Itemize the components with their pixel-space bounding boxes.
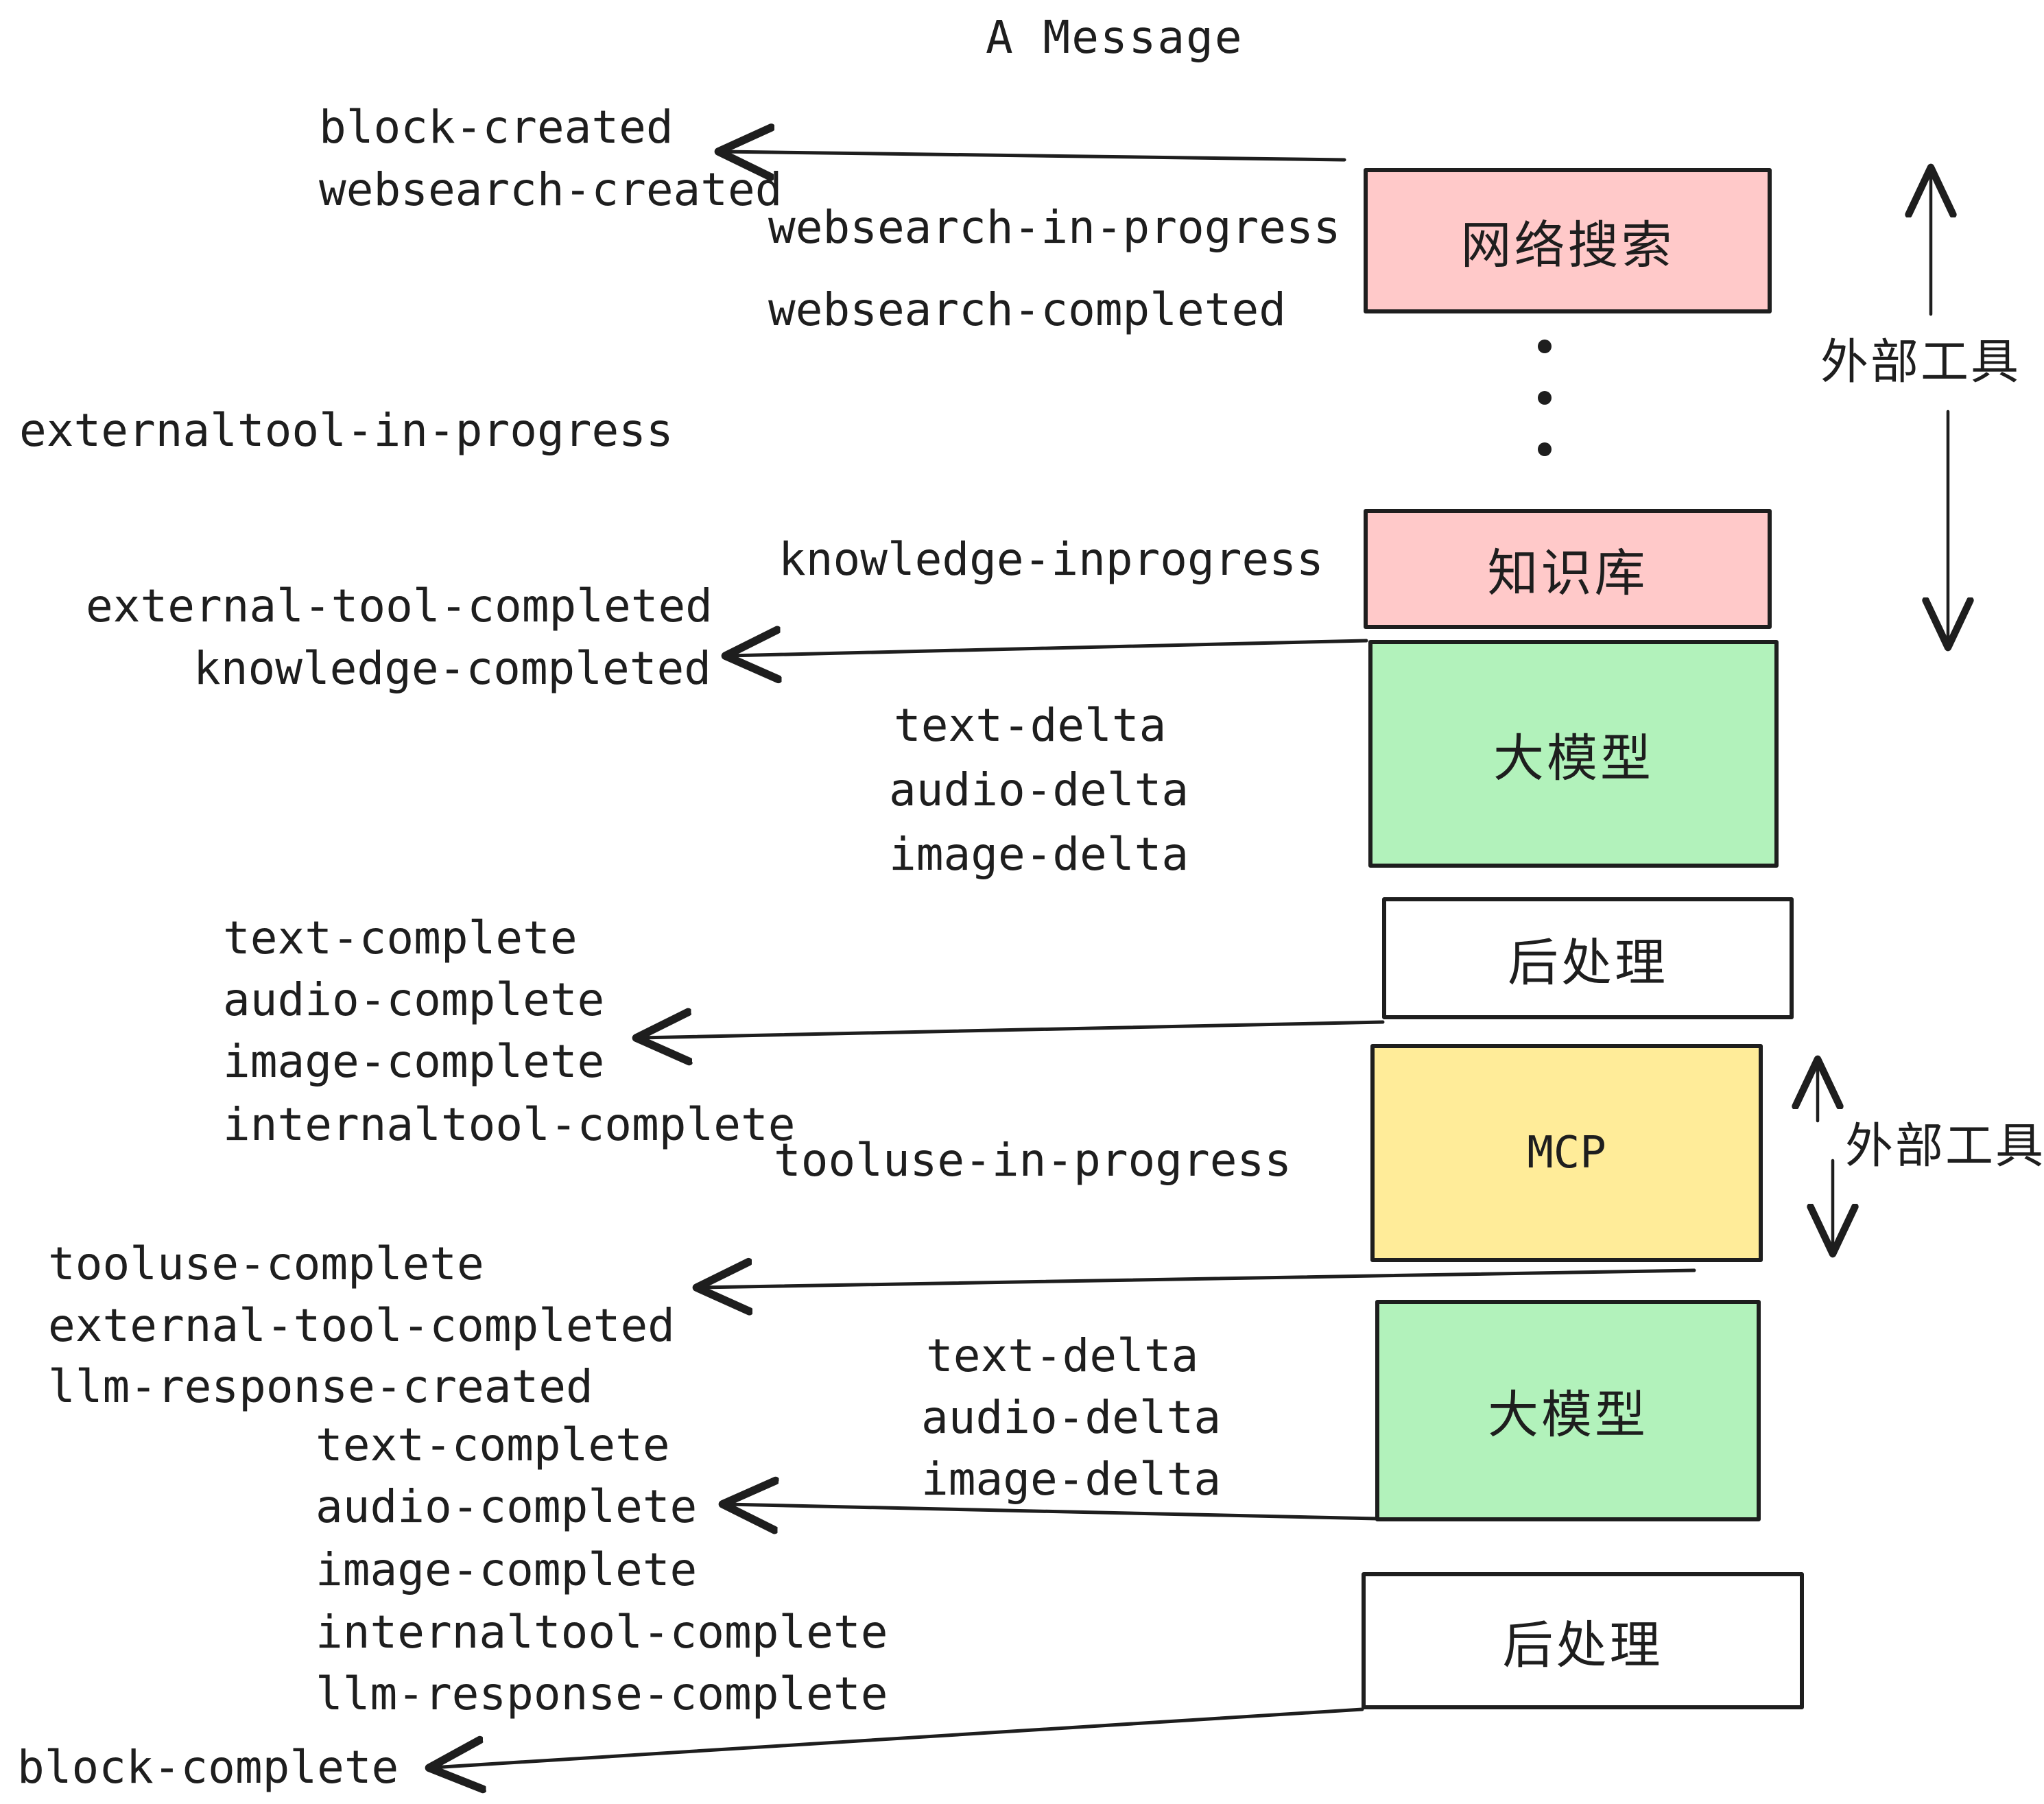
event-label-image-complete-2: image-complete bbox=[316, 1543, 698, 1596]
event-label-text-delta-1: text-delta bbox=[894, 699, 1167, 752]
event-label-knowledge-inprogress: knowledge-inprogress bbox=[779, 533, 1324, 586]
box-websearch: 网络搜索 bbox=[1364, 168, 1772, 313]
event-label-text-complete-2: text-complete bbox=[316, 1419, 670, 1471]
arrow-knowledge-completed bbox=[728, 641, 1368, 656]
arrow-audio-complete-2 bbox=[726, 1504, 1379, 1519]
event-label-text-complete-1: text-complete bbox=[223, 912, 578, 964]
event-label-websearch-completed: websearch-completed bbox=[768, 283, 1286, 336]
event-label-audio-complete-1: audio-complete bbox=[223, 973, 605, 1026]
event-label-text-delta-2: text-delta bbox=[926, 1329, 1199, 1382]
box-llm-2: 大模型 bbox=[1375, 1300, 1761, 1521]
event-label-image-delta-1: image-delta bbox=[889, 828, 1189, 881]
arrow-internal-complete-1 bbox=[639, 1022, 1385, 1038]
event-label-knowledge-completed: knowledge-completed bbox=[193, 642, 711, 695]
event-label-audio-delta-1: audio-delta bbox=[889, 763, 1189, 816]
arrow-block-created bbox=[722, 152, 1346, 160]
event-label-external-tool-completed-2: external-tool-completed bbox=[48, 1299, 675, 1352]
event-label-websearch-in-progress: websearch-in-progress bbox=[768, 201, 1341, 254]
box-knowledge: 知识库 bbox=[1364, 509, 1772, 629]
event-label-external-tool-completed: external-tool-completed bbox=[86, 580, 713, 632]
event-label-llm-response-created: llm-response-created bbox=[48, 1360, 593, 1413]
box-postprocess-2: 后处理 bbox=[1362, 1572, 1804, 1709]
box-postprocess-1: 后处理 bbox=[1382, 897, 1794, 1019]
event-label-block-created: block-created bbox=[319, 101, 674, 154]
event-label-internaltool-complete-1: internaltool-complete bbox=[223, 1098, 796, 1151]
arrow-block-complete bbox=[432, 1707, 1364, 1768]
event-label-tooluse-complete: tooluse-complete bbox=[48, 1237, 484, 1290]
diagram-title: A Message bbox=[986, 11, 1244, 64]
arrow-tooluse-complete bbox=[700, 1270, 1696, 1287]
event-label-audio-complete-2: audio-complete bbox=[316, 1480, 698, 1533]
external-tools-label-top: 外部工具 bbox=[1819, 319, 2022, 397]
event-label-externaltool-in-progress: externaltool-in-progress bbox=[19, 404, 674, 457]
event-label-image-delta-2: image-delta bbox=[921, 1453, 1222, 1506]
event-label-audio-delta-2: audio-delta bbox=[921, 1391, 1222, 1444]
box-mcp: MCP bbox=[1370, 1044, 1763, 1262]
event-label-internaltool-complete-2: internaltool-complete bbox=[316, 1606, 888, 1659]
event-label-llm-response-complete: llm-response-complete bbox=[316, 1667, 888, 1720]
event-label-block-complete: block-complete bbox=[17, 1741, 399, 1794]
vertical-ellipsis bbox=[1538, 340, 1552, 456]
event-label-tooluse-in-progress: tooluse-in-progress bbox=[774, 1134, 1292, 1187]
event-label-websearch-created: websearch-created bbox=[319, 163, 783, 216]
box-llm-1: 大模型 bbox=[1368, 640, 1779, 868]
event-label-image-complete-1: image-complete bbox=[223, 1035, 605, 1088]
external-tools-label-bottom: 外部工具 bbox=[1844, 1103, 2044, 1181]
